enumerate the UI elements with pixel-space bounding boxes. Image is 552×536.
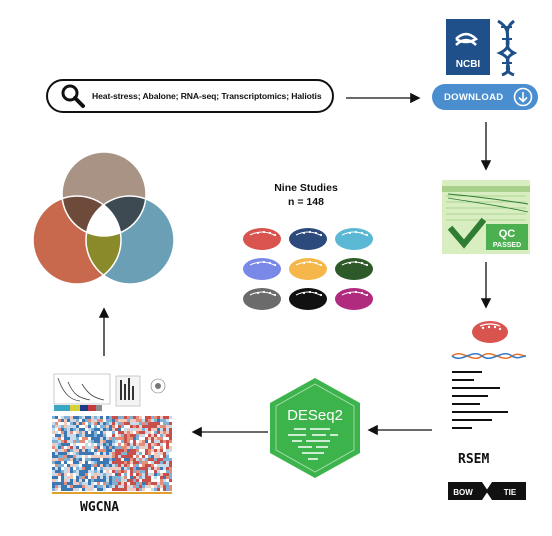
studies-title: Nine Studies n = 148 (258, 181, 354, 209)
abalone-study-icon (243, 228, 281, 250)
dendrogram-plots (53, 373, 166, 407)
wgcna-label: WGCNA (80, 500, 120, 515)
download-arrow-icon (513, 87, 533, 107)
qc-panel: QC PASSED (442, 180, 530, 254)
abalone-study-icon (243, 288, 281, 310)
abalone-study-icon (289, 228, 327, 250)
search-bar[interactable]: Heat-stress; Abalone; RNA-seq; Transcrip… (46, 79, 334, 113)
heatmap (52, 416, 172, 494)
dna-strand-icon (451, 353, 527, 359)
qc-passed-label: PASSED (493, 242, 521, 249)
abalone-study-icon (289, 288, 327, 310)
search-icon (61, 84, 85, 108)
module-colors (54, 405, 102, 411)
deseq2-label: DESeq2 (287, 407, 343, 424)
check-icon (447, 217, 487, 249)
text-lines-icon (452, 371, 508, 429)
bowtie-left-label: BOW (453, 488, 473, 497)
abalone-study-icon (335, 288, 373, 310)
wgcna-panel (46, 372, 182, 494)
abalone-grid (243, 228, 373, 310)
abalone-icon (472, 321, 508, 343)
abalone-study-icon (289, 258, 327, 280)
rsem-label: RSEM (458, 452, 490, 467)
ncbi-label: NCBI (456, 59, 481, 70)
rsem-panel (451, 321, 527, 429)
qc-label: QC (499, 228, 516, 240)
bowtie-right-label: TIE (504, 488, 517, 497)
studies-count: n = 148 (288, 196, 324, 208)
ncbi-logo: NCBI (446, 19, 522, 77)
bowtie-logo: BOW TIE (448, 482, 526, 500)
download-label: DOWNLOAD (444, 91, 504, 103)
search-query: Heat-stress; Abalone; RNA-seq; Transcrip… (92, 91, 322, 101)
studies-title-text: Nine Studies (274, 182, 338, 194)
venn-diagram (32, 152, 175, 285)
abalone-study-icon (335, 228, 373, 250)
download-button[interactable]: DOWNLOAD (432, 84, 538, 110)
deseq2-logo: DESeq2 (270, 378, 360, 478)
abalone-study-icon (335, 258, 373, 280)
dna-helix-icon (496, 19, 518, 77)
abalone-study-icon (243, 258, 281, 280)
